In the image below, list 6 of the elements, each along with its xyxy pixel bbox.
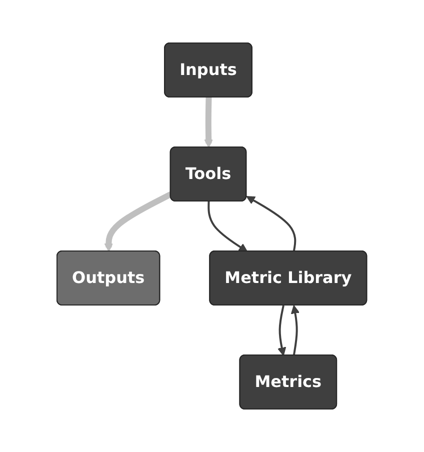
- arrow: [291, 305, 300, 356]
- arrow: [208, 201, 248, 252]
- arrow: [246, 196, 296, 252]
- arrow: [278, 305, 286, 356]
- arrow: [204, 97, 214, 148]
- arrow: [104, 192, 172, 252]
